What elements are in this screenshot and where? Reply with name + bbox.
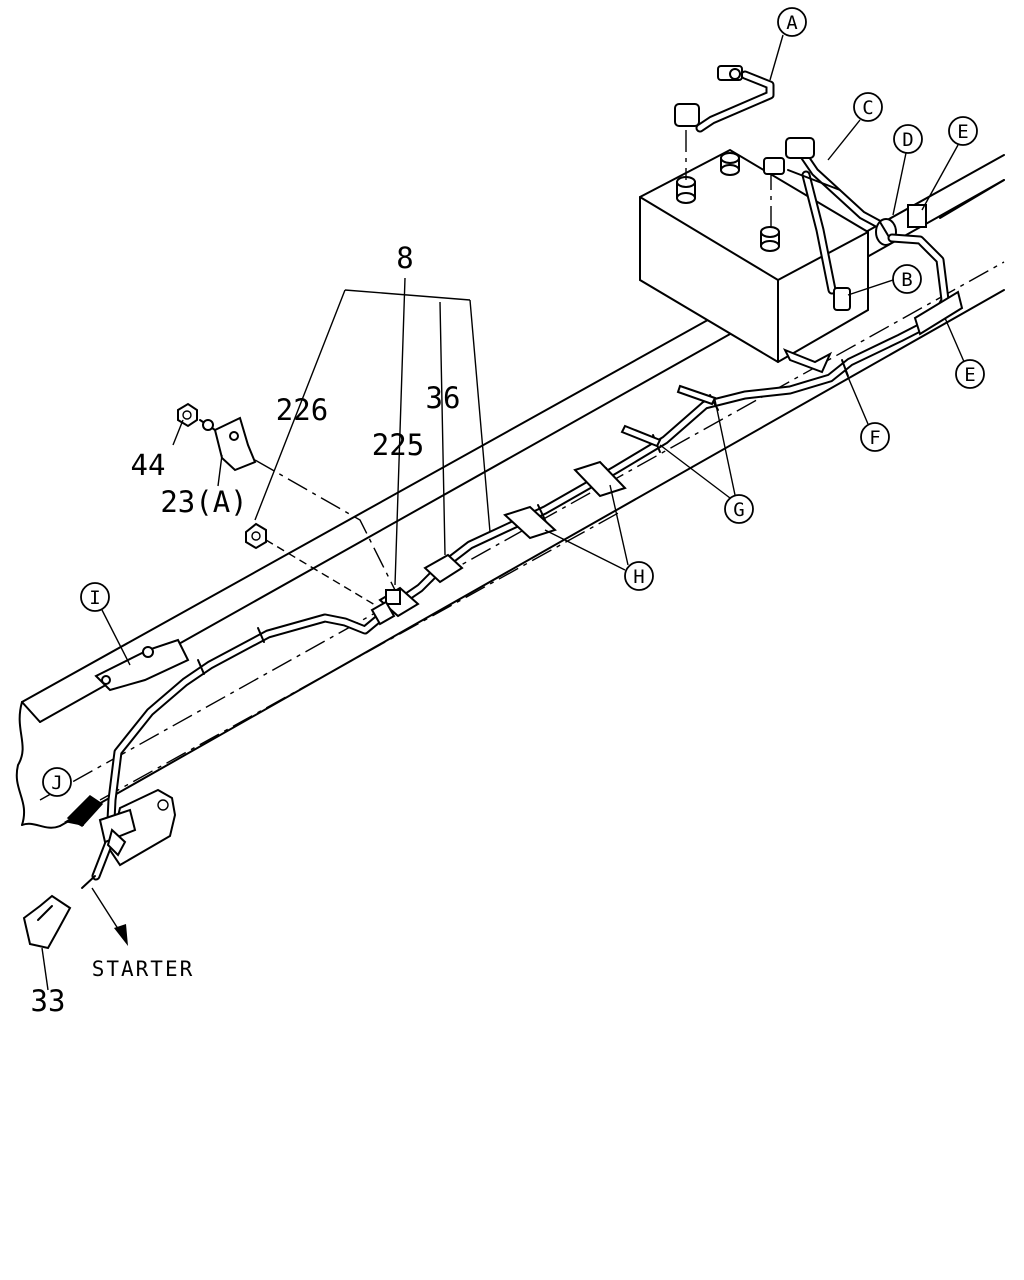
svg-text:D: D bbox=[902, 129, 913, 151]
callout-c: C bbox=[853, 92, 883, 122]
label-225: 225 bbox=[372, 428, 424, 462]
label-23a: 23(A) bbox=[160, 485, 247, 519]
starter-arrow bbox=[91, 887, 128, 946]
connector-225 bbox=[370, 586, 420, 626]
label-226: 226 bbox=[276, 393, 328, 427]
label-33: 33 bbox=[31, 984, 66, 1018]
svg-text:H: H bbox=[633, 566, 644, 588]
svg-text:B: B bbox=[901, 269, 912, 291]
svg-text:E: E bbox=[957, 121, 968, 143]
callout-a: A bbox=[777, 7, 807, 37]
battery bbox=[639, 130, 869, 364]
bracket-i bbox=[94, 638, 190, 692]
nut-226 bbox=[245, 522, 376, 606]
view-arrow-j bbox=[64, 795, 104, 827]
label-44: 44 bbox=[131, 448, 166, 482]
bracket-23a bbox=[177, 402, 396, 591]
battery-cable-d bbox=[875, 204, 950, 325]
clamps bbox=[503, 290, 964, 540]
callout-d: D bbox=[893, 124, 923, 154]
callout-f: F bbox=[860, 422, 890, 452]
svg-text:C: C bbox=[862, 97, 873, 119]
svg-text:G: G bbox=[733, 499, 744, 521]
svg-text:J: J bbox=[51, 772, 62, 794]
label-starter: STARTER bbox=[92, 957, 195, 981]
callout-b: B bbox=[892, 264, 922, 294]
starter-bracket bbox=[81, 788, 177, 889]
leader-lines bbox=[101, 34, 966, 666]
callout-e-top: E bbox=[948, 116, 978, 146]
callout-j: J bbox=[42, 767, 72, 797]
label-36: 36 bbox=[426, 381, 461, 415]
svg-text:A: A bbox=[786, 12, 798, 34]
callout-h: H bbox=[624, 561, 654, 591]
svg-text:F: F bbox=[869, 427, 880, 449]
connector-36 bbox=[423, 553, 464, 584]
callout-g: G bbox=[724, 494, 754, 524]
battery-cable-a bbox=[674, 65, 775, 133]
battery-cable-c bbox=[763, 137, 891, 311]
callout-i: I bbox=[80, 582, 110, 612]
main-harness bbox=[91, 315, 940, 881]
svg-text:E: E bbox=[964, 364, 975, 386]
svg-text:I: I bbox=[89, 587, 100, 609]
callout-e-bottom: E bbox=[955, 359, 985, 389]
label-8: 8 bbox=[396, 241, 413, 275]
terminal-cover-33 bbox=[22, 894, 72, 991]
